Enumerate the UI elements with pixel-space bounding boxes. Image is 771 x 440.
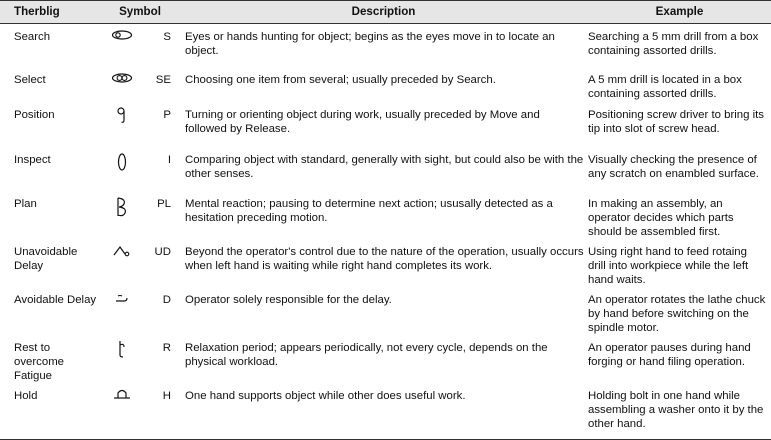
table-row: Hold H One hand supports object while ot… — [0, 382, 771, 440]
header-symbol: Symbol — [101, 0, 179, 24]
therblig-name: Rest to overcome Fatigue — [14, 341, 65, 382]
therblig-example: In making an assembly, an operator decid… — [588, 197, 734, 238]
therblig-example: An operator pauses during hand forging o… — [588, 341, 751, 368]
search-symbol-icon — [111, 30, 133, 45]
therblig-code: PL — [157, 197, 171, 210]
therblig-example: Positioning screw driver to bring its ti… — [588, 108, 764, 135]
therblig-description: Choosing one item from several; usually … — [185, 73, 496, 86]
select-symbol-icon — [111, 72, 133, 88]
hold-symbol-icon — [112, 389, 132, 404]
symbol-cell — [101, 102, 143, 147]
position-symbol-icon — [115, 106, 129, 129]
symbol-cell — [101, 335, 143, 383]
unavoidable-delay-symbol-icon — [112, 245, 132, 262]
rest-symbol-icon — [114, 340, 130, 362]
header-therblig: Therblig — [0, 0, 101, 24]
header-example: Example — [588, 0, 771, 24]
therblig-example: Holding bolt in one hand while assemblin… — [588, 382, 771, 440]
table-row: Search S Eyes or hands hunting for objec… — [0, 24, 771, 67]
therblig-description: One hand supports object while other doe… — [179, 382, 588, 440]
therblig-description: Beyond the operator's control due to the… — [185, 245, 584, 272]
therblig-code: I — [167, 153, 171, 166]
therblig-example: Visually checking the presence of any sc… — [588, 153, 759, 180]
therblig-description: Comparing object with standard, generall… — [185, 153, 584, 180]
symbol-cell — [101, 239, 143, 287]
therblig-name: Avoidable Delay — [14, 293, 97, 306]
table-row: Position P Turning or orienting object d… — [0, 102, 771, 147]
table-row: Plan PL Mental reaction; pausing to dete… — [0, 191, 771, 239]
therblig-name: Unavoidable Delay — [14, 245, 78, 272]
therblig-name: Select — [14, 73, 46, 86]
therblig-example: A 5 mm drill is located in a box contain… — [588, 73, 742, 100]
symbol-cell — [101, 24, 143, 67]
therblig-description: Eyes or hands hunting for object; begins… — [185, 31, 555, 57]
therblig-name: Hold — [0, 382, 101, 440]
table-row: Avoidable Delay D Operator solely respon… — [0, 287, 771, 335]
table-row: Rest to overcome Fatigue R Relaxation pe… — [0, 335, 771, 383]
therblig-code: R — [162, 341, 171, 354]
therblig-code: D — [162, 293, 171, 306]
therblig-name: Inspect — [14, 153, 51, 166]
table-row: Select SE Choosing one item from several… — [0, 67, 771, 102]
avoidable-delay-symbol-icon — [112, 294, 132, 308]
table-row: Unavoidable Delay UD Beyond the operator… — [0, 239, 771, 287]
therblig-example: An operator rotates the lathe chuck by h… — [588, 293, 766, 334]
therblig-code: SE — [155, 73, 171, 86]
therblig-name: Search — [14, 31, 51, 43]
symbol-cell — [101, 287, 143, 335]
therblig-description: Operator solely responsible for the dela… — [185, 293, 392, 306]
therblig-code: UD — [154, 245, 171, 258]
symbol-cell — [101, 147, 143, 191]
therblig-code: S — [163, 31, 171, 43]
therblig-description: Mental reaction; pausing to determine ne… — [185, 197, 553, 224]
symbol-cell — [101, 382, 143, 440]
header-description: Description — [179, 0, 588, 24]
therblig-example: Using right hand to feed rotaing drill i… — [588, 245, 749, 286]
table-row: Inspect I Comparing object with standard… — [0, 147, 771, 191]
therblig-code: P — [163, 108, 171, 121]
plan-symbol-icon — [115, 196, 129, 222]
symbol-cell — [101, 67, 143, 102]
therblig-code: H — [143, 382, 179, 440]
table-header-row: Therblig Symbol Description Example — [0, 0, 771, 24]
therblig-name: Position — [14, 108, 55, 121]
therblig-name: Plan — [14, 197, 37, 210]
therblig-description: Turning or orienting object during work,… — [185, 108, 540, 135]
therblig-example: Searching a 5 mm drill from a box contai… — [588, 31, 759, 57]
therblig-description: Relaxation period; appears periodically,… — [185, 341, 548, 368]
symbol-cell — [101, 191, 143, 239]
inspect-symbol-icon — [115, 152, 129, 176]
